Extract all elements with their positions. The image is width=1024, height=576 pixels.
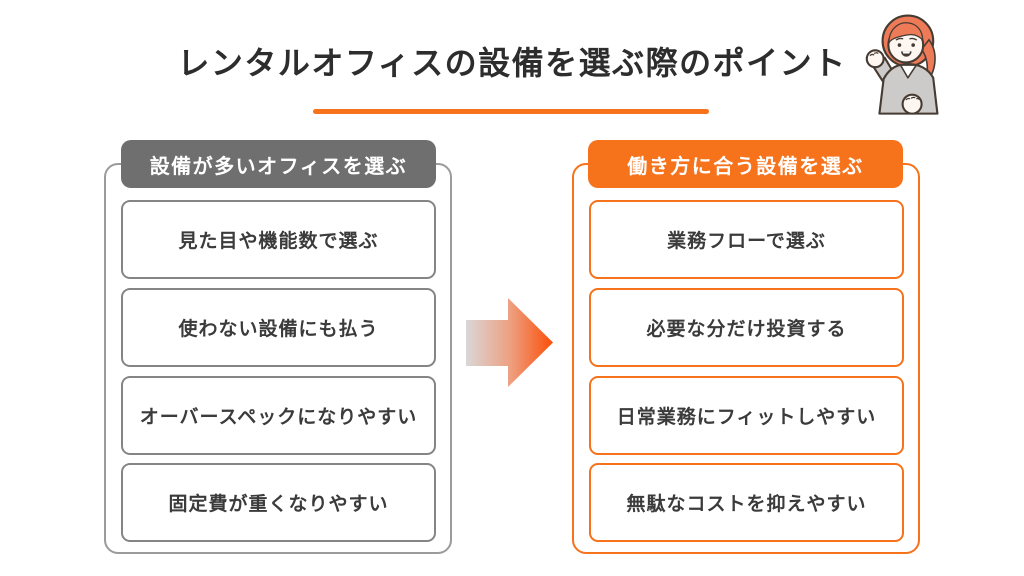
right-point-card-3: 日常業務にフィットしやすい xyxy=(589,376,904,455)
page-title: レンタルオフィスの設備を選ぶ際のポイント xyxy=(177,45,847,81)
left-point-card-4: 固定費が重くなりやすい xyxy=(121,463,436,542)
left-point-card-1: 見た目や機能数で選ぶ xyxy=(121,200,436,279)
transition-arrow xyxy=(466,297,554,389)
left-point-card-2: 使わない設備にも払う xyxy=(121,288,436,367)
title-underline xyxy=(313,109,709,114)
right-arrow-icon xyxy=(466,298,553,387)
left-point-card-3: オーバースペックになりやすい xyxy=(121,376,436,455)
left-panel-header: 設備が多いオフィスを選ぶ xyxy=(121,140,436,188)
right-point-card-1: 業務フローで選ぶ xyxy=(589,200,904,279)
right-panel-header: 働き方に合う設備を選ぶ xyxy=(588,140,903,188)
businesswoman-illustration xyxy=(852,10,968,116)
right-point-card-2: 必要な分だけ投資する xyxy=(589,288,904,367)
cheering-businesswoman-icon xyxy=(865,14,939,115)
right-point-card-4: 無駄なコストを抑えやすい xyxy=(589,463,904,542)
